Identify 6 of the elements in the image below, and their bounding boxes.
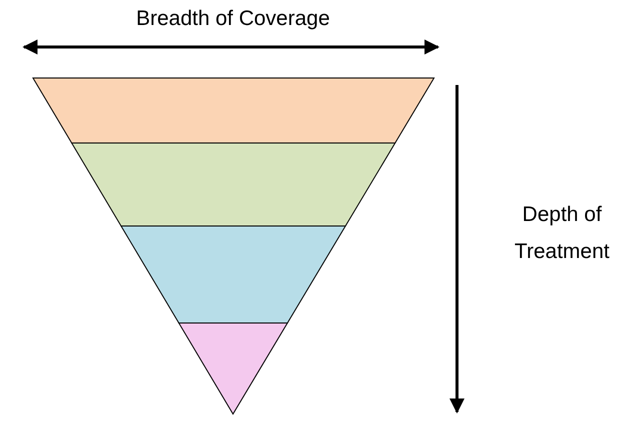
- funnel-band: [70, 142, 396, 226]
- axis-label: Depth of Treatment: [514, 202, 610, 265]
- funnel-band: [120, 226, 346, 324]
- funnel-tip: [178, 322, 288, 415]
- axis-label: Breadth of Coverage: [136, 6, 330, 32]
- funnel-band: [32, 78, 435, 144]
